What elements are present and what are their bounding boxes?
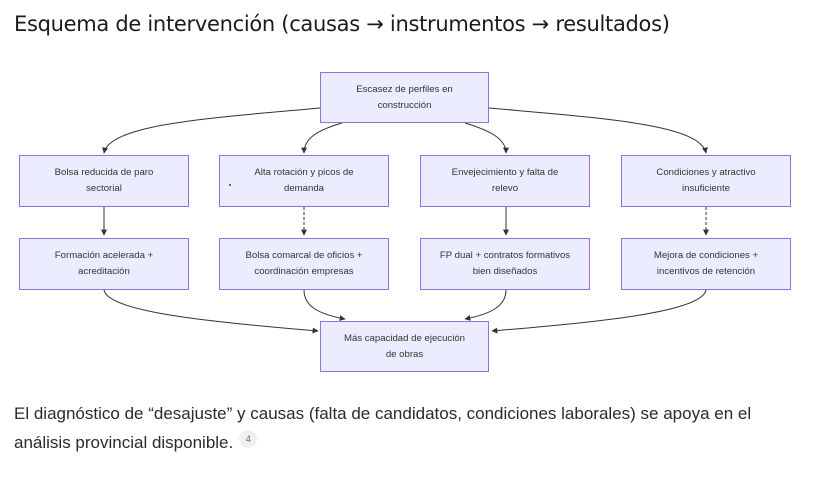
edge-instrument-4-result	[491, 289, 707, 334]
footnote-reference[interactable]: 4	[239, 430, 258, 448]
node-instrument-4-label: Mejora de condiciones + incentivos de re…	[653, 250, 759, 277]
node-instrument-1-label: Formación acelerada + acreditación	[54, 250, 154, 277]
edge-instrument-2-result	[303, 289, 346, 321]
edge-instrument-1-result	[103, 289, 319, 334]
footer-paragraph: El diagnóstico de “desajuste” y causas (…	[14, 399, 804, 457]
edge-root-cause-3	[464, 122, 509, 154]
node-root-problem-label: Escasez de perfiles en construcción	[356, 83, 453, 111]
node-instrument-2-label: Bolsa comarcal de oficios + coordinación…	[245, 250, 363, 277]
edge-instrument-3-result	[464, 289, 507, 321]
node-cause-3-label: Envejecimiento y falta de relevo	[451, 167, 559, 194]
node-instrument-4: Mejora de condiciones + incentivos de re…	[621, 238, 791, 290]
node-instrument-3-label: FP dual + contratos formativos bien dise…	[439, 250, 571, 277]
node-cause-2: Alta rotación y picos de demanda	[219, 155, 389, 207]
node-instrument-1: Formación acelerada + acreditación	[19, 238, 189, 290]
node-instrument-3: FP dual + contratos formativos bien dise…	[420, 238, 590, 290]
node-result-label: Más capacidad de ejecución de obras	[343, 332, 466, 360]
tiny-dot-marker	[229, 184, 231, 186]
edge-root-cause-1	[102, 107, 321, 154]
edge-root-cause-2	[301, 122, 343, 154]
node-cause-1: Bolsa reducida de paro sectorial	[19, 155, 189, 207]
node-root-problem: Escasez de perfiles en construcción	[320, 72, 489, 123]
node-cause-4-label: Condiciones y atractivo insuficiente	[656, 167, 756, 194]
node-cause-2-label: Alta rotación y picos de demanda	[254, 167, 354, 194]
node-cause-1-label: Bolsa reducida de paro sectorial	[54, 167, 154, 194]
node-cause-3: Envejecimiento y falta de relevo	[420, 155, 590, 207]
edge-root-cause-4	[488, 107, 708, 154]
node-instrument-2: Bolsa comarcal de oficios + coordinación…	[219, 238, 389, 290]
footer-text: El diagnóstico de “desajuste” y causas (…	[14, 404, 752, 452]
node-cause-4: Condiciones y atractivo insuficiente	[621, 155, 791, 207]
page-title: Esquema de intervención (causas → instru…	[14, 12, 670, 36]
node-result: Más capacidad de ejecución de obras	[320, 321, 489, 372]
